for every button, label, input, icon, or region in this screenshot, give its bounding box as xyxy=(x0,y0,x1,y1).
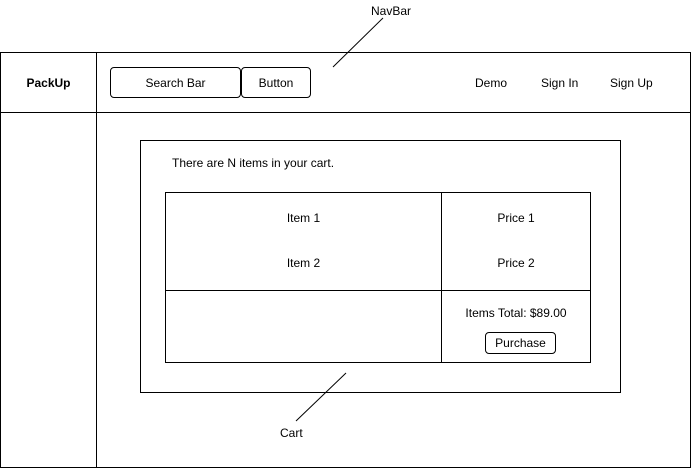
cart-total: Items Total: $89.00 xyxy=(465,306,567,320)
cart-item-name: Item 1 xyxy=(286,211,321,225)
purchase-button[interactable]: Purchase xyxy=(485,332,556,354)
nav-link-sign-in[interactable]: Sign In xyxy=(541,76,579,90)
cart-annotation-label: Cart xyxy=(280,426,303,440)
nav-link-demo[interactable]: Demo xyxy=(475,76,508,90)
nav-button[interactable]: Button xyxy=(241,67,311,98)
cart-item-price: Price 1 xyxy=(497,211,535,225)
cart-annotation-line xyxy=(295,372,347,422)
cart-summary: There are N items in your cart. xyxy=(172,156,335,170)
cart-item-name: Item 2 xyxy=(286,256,321,270)
app-logo[interactable]: PackUp xyxy=(26,75,71,90)
navbar-annotation-label: NavBar xyxy=(371,4,412,18)
nav-link-sign-up[interactable]: Sign Up xyxy=(610,76,653,90)
cart-table-column-divider xyxy=(441,192,442,363)
cart-table-row-divider xyxy=(165,290,591,291)
cart-item-price: Price 2 xyxy=(497,256,535,270)
navbar-annotation-line xyxy=(332,17,384,68)
search-bar[interactable]: Search Bar xyxy=(110,67,241,98)
cart-panel xyxy=(140,140,621,393)
cart-table xyxy=(165,192,591,363)
